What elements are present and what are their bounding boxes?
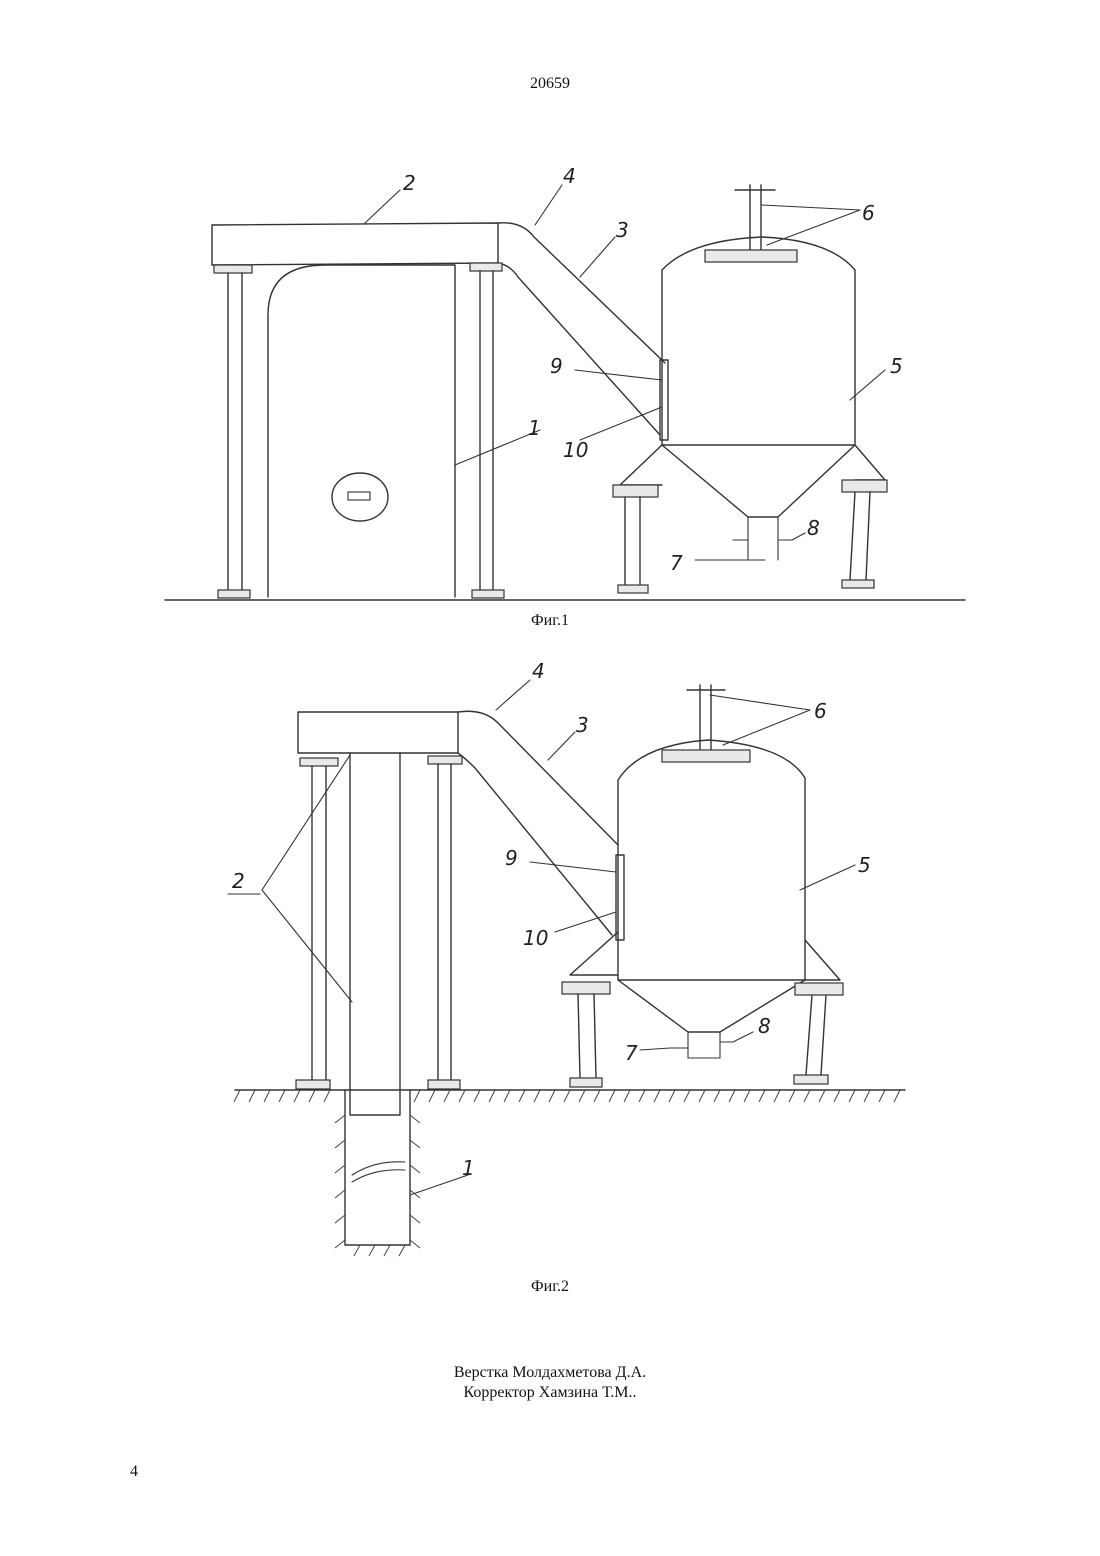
- figure-1-svg: 2 4 3 6 5 9 1 10 7 8: [150, 145, 980, 615]
- post-foot: [296, 1080, 330, 1089]
- label-6: 6: [862, 201, 875, 225]
- slanted-pipe-lower: [458, 753, 612, 935]
- vessel-cone: [662, 445, 855, 517]
- figure-2-svg: 4 3 6 5 9 10 2 1 7 8: [200, 650, 925, 1275]
- layout-credit: Верстка Молдахметова Д.А.: [0, 1363, 1100, 1383]
- post-foot: [218, 590, 250, 598]
- leg-cap: [613, 485, 658, 497]
- leg-cap: [562, 982, 610, 994]
- stirrer-blade: [662, 750, 750, 762]
- leg-foot: [570, 1078, 602, 1087]
- horizontal-duct: [212, 223, 498, 265]
- post-foot: [472, 590, 504, 598]
- leg-cap: [842, 480, 887, 492]
- support-bracket: [805, 940, 840, 980]
- figure-1-drawing: 2 4 3 6 5 9 1 10 7 8: [150, 145, 980, 615]
- label-10: 10: [563, 438, 588, 462]
- slanted-pipe-upper: [498, 223, 665, 363]
- pit-level-mark: [352, 1162, 405, 1175]
- label-2: 2: [232, 869, 245, 893]
- horizontal-duct: [298, 712, 458, 753]
- vessel-body: [662, 237, 855, 445]
- credits-block: Верстка Молдахметова Д.А. Корректор Хамз…: [0, 1363, 1100, 1403]
- label-1: 1: [462, 1156, 475, 1180]
- label-6: 6: [814, 699, 827, 723]
- post-cap: [428, 756, 462, 764]
- hatch-slot: [348, 492, 370, 500]
- slanted-pipe-upper: [458, 711, 618, 845]
- figure-1-caption: Фиг.1: [0, 612, 1100, 630]
- vessel-body: [618, 740, 805, 980]
- ground-hatching: [234, 1090, 900, 1102]
- inspection-window: [660, 360, 668, 440]
- support-bracket: [620, 445, 662, 485]
- vertical-duct: [350, 753, 400, 1115]
- label-4: 4: [532, 659, 545, 683]
- vessel-cone: [618, 980, 805, 1032]
- slanted-pipe-lower: [498, 263, 660, 435]
- document-number: 20659: [0, 75, 1100, 93]
- device-body: [268, 265, 455, 597]
- leg-foot: [618, 585, 648, 593]
- label-10: 10: [523, 926, 548, 950]
- corrector-credit: Корректор Хамзина Т.М..: [0, 1383, 1100, 1403]
- support-bracket: [570, 932, 618, 975]
- post-foot: [428, 1080, 460, 1089]
- post-cap: [214, 265, 252, 273]
- label-1: 1: [528, 416, 541, 440]
- label-3: 3: [576, 713, 589, 737]
- label-4: 4: [563, 164, 576, 188]
- figure-2-caption: Фиг.2: [0, 1278, 1100, 1296]
- leg-foot: [794, 1075, 828, 1084]
- label-3: 3: [616, 218, 629, 242]
- figure-2-drawing: 4 3 6 5 9 10 2 1 7 8: [200, 650, 925, 1275]
- label-5: 5: [858, 853, 871, 877]
- label-9: 9: [505, 846, 518, 870]
- support-bracket: [855, 445, 885, 480]
- post-cap: [300, 758, 338, 766]
- inspection-window: [616, 855, 624, 940]
- label-2: 2: [403, 171, 416, 195]
- stirrer-blade: [705, 250, 797, 262]
- label-7: 7: [670, 551, 683, 575]
- viewing-hatch: [332, 473, 388, 521]
- label-9: 9: [550, 354, 563, 378]
- leg-cap: [795, 983, 843, 995]
- label-8: 8: [758, 1014, 771, 1038]
- leg-foot: [842, 580, 874, 588]
- label-5: 5: [890, 354, 903, 378]
- pit-hatching: [335, 1115, 420, 1256]
- page-number: 4: [130, 1463, 138, 1481]
- post-cap: [470, 263, 502, 271]
- label-7: 7: [625, 1041, 638, 1065]
- label-8: 8: [807, 516, 820, 540]
